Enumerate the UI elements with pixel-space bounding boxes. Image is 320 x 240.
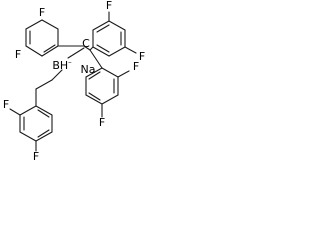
ring-top-right [89, 11, 137, 57]
atom-f2: F [15, 48, 21, 61]
atom-f5: F [133, 60, 139, 73]
ring-top-left [25, 19, 85, 57]
atom-f8: F [33, 150, 39, 163]
atom-f7: F [3, 98, 9, 111]
atom-f6: F [99, 116, 105, 129]
atom-boron: BH– [52, 58, 72, 72]
atom-carbon-dot: C [82, 37, 90, 50]
atom-sodium: Na [81, 63, 96, 76]
ring-bottom-left [9, 69, 63, 152]
central-bonds [67, 45, 91, 59]
atom-f3: F [106, 0, 112, 12]
atom-labels: F F F F F F F F C BH– Na [3, 0, 145, 163]
atom-f1: F [39, 6, 45, 19]
atom-f4: F [139, 50, 145, 63]
structure-svg: F F F F F F F F C BH– Na [3, 0, 145, 163]
ring-right-middle [85, 49, 130, 118]
boron-label: BH [52, 59, 68, 72]
boron-charge: – [68, 58, 72, 66]
molecule-diagram: F F F F F F F F C BH– Na [0, 0, 160, 164]
